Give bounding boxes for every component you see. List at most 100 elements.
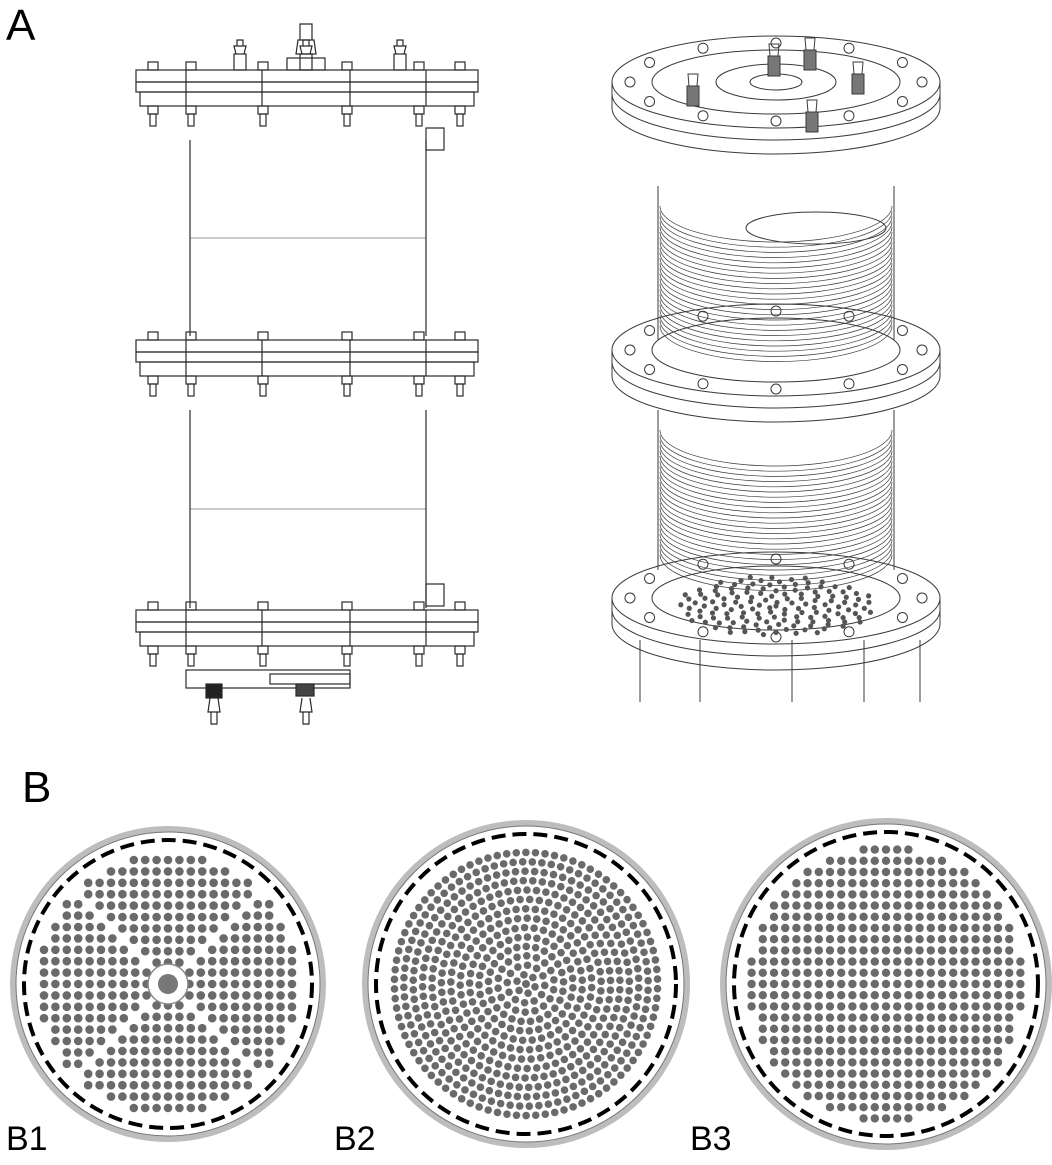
- plate-hole: [937, 901, 947, 910]
- plate-hole: [477, 1051, 486, 1060]
- plate-hole: [781, 1013, 790, 1022]
- plate-hole: [556, 935, 565, 944]
- plate-hole: [450, 959, 458, 967]
- plate-hole: [747, 1002, 756, 1011]
- plate-hole: [432, 1048, 440, 1056]
- side-port: [425, 583, 445, 607]
- plate-hole: [881, 935, 891, 944]
- plate-hole: [513, 1092, 522, 1101]
- plate-hole: [949, 890, 958, 899]
- plate-hole: [848, 1002, 857, 1011]
- plate-hole: [530, 1073, 539, 1082]
- plate-hole: [653, 994, 661, 1003]
- plate-hole: [566, 919, 575, 928]
- plate-hole: [870, 912, 879, 921]
- plate-hole: [893, 845, 902, 854]
- plate-hole: [982, 901, 991, 910]
- plate-hole: [859, 946, 868, 955]
- plate-hole: [556, 882, 565, 891]
- plate-hole: [129, 1069, 139, 1079]
- plate-hole: [523, 1064, 531, 1073]
- plate-hole: [569, 857, 577, 865]
- plate-hole: [62, 922, 72, 932]
- plate-hole: [465, 893, 474, 902]
- plate-hole: [881, 1091, 891, 1101]
- plate-hole: [971, 901, 980, 910]
- plate-hole: [39, 945, 49, 955]
- plate-hole: [500, 879, 509, 887]
- plate-hole: [617, 920, 626, 928]
- plate-hole: [856, 615, 862, 621]
- plate-hole: [96, 991, 106, 1000]
- plate-hole: [904, 1091, 913, 1101]
- plate-hole: [949, 1013, 958, 1022]
- plate-hole: [242, 991, 251, 1000]
- plate-hole: [152, 912, 161, 922]
- plate-hole: [926, 1024, 935, 1034]
- plate-hole: [219, 945, 228, 955]
- plate-hole: [548, 952, 556, 961]
- plate-hole: [616, 985, 624, 994]
- plate-hole: [230, 922, 240, 932]
- plate-hole: [893, 1103, 902, 1112]
- plate-hole: [626, 937, 635, 945]
- plate-hole: [568, 1050, 577, 1059]
- plate-hole: [783, 626, 789, 633]
- plate-hole: [1016, 968, 1025, 977]
- plate-hole: [106, 1058, 116, 1067]
- plate-hole: [803, 1024, 812, 1034]
- plate-hole: [893, 1047, 902, 1056]
- plate-hole: [39, 979, 49, 989]
- plate-hole: [532, 1092, 541, 1101]
- plate-hole: [242, 1036, 251, 1046]
- bolt-shank: [415, 653, 423, 667]
- plate-hole: [837, 1013, 846, 1022]
- plate-hole: [949, 979, 958, 989]
- plate-hole: [446, 941, 455, 950]
- plate-hole: [643, 1031, 651, 1040]
- plate-hole: [881, 890, 891, 899]
- plate-hole: [926, 1091, 935, 1101]
- plate-hole: [551, 1016, 560, 1025]
- plate-hole: [73, 945, 83, 955]
- plate-hole: [511, 995, 520, 1004]
- plate-hole: [568, 1012, 576, 1021]
- plate-hole: [758, 577, 764, 584]
- plate-hole: [427, 888, 435, 897]
- plate-hole: [653, 975, 662, 983]
- plate-hole: [870, 935, 879, 944]
- plate-hole: [498, 1020, 506, 1029]
- bottom-fitting: [295, 683, 315, 697]
- plate-hole: [441, 1029, 450, 1037]
- plate-hole: [822, 613, 828, 619]
- plate-hole: [870, 1069, 879, 1078]
- flange-bolt: [697, 310, 709, 322]
- plate-hole: [776, 621, 782, 628]
- plate-hole: [628, 1041, 636, 1049]
- bolt-nut: [147, 105, 159, 115]
- plate-hole: [803, 968, 812, 977]
- plate-hole: [85, 1048, 94, 1057]
- plate-hole: [960, 1013, 969, 1022]
- plate-hole: [405, 1040, 413, 1049]
- plate-hole: [971, 1024, 980, 1034]
- plate-hole: [595, 1022, 603, 1031]
- plate-hole: [597, 923, 605, 932]
- plate-hole: [566, 965, 575, 973]
- plate-hole: [773, 629, 779, 635]
- plate-hole: [219, 979, 228, 989]
- plate-hole: [73, 979, 83, 989]
- flange-bolt: [770, 553, 782, 565]
- flange-bolt: [697, 626, 709, 638]
- plate-hole: [982, 1035, 991, 1045]
- plate-hole: [209, 867, 218, 876]
- plate-hole: [804, 585, 811, 591]
- plate-hole: [583, 874, 591, 882]
- coil-turn: [659, 445, 893, 482]
- plate-hole: [253, 1048, 263, 1057]
- flange-bolt: [644, 96, 656, 107]
- plate-hole: [573, 957, 582, 966]
- plate-hole: [622, 1049, 631, 1057]
- flange-bolt: [644, 325, 656, 336]
- plate-hole: [397, 1022, 406, 1031]
